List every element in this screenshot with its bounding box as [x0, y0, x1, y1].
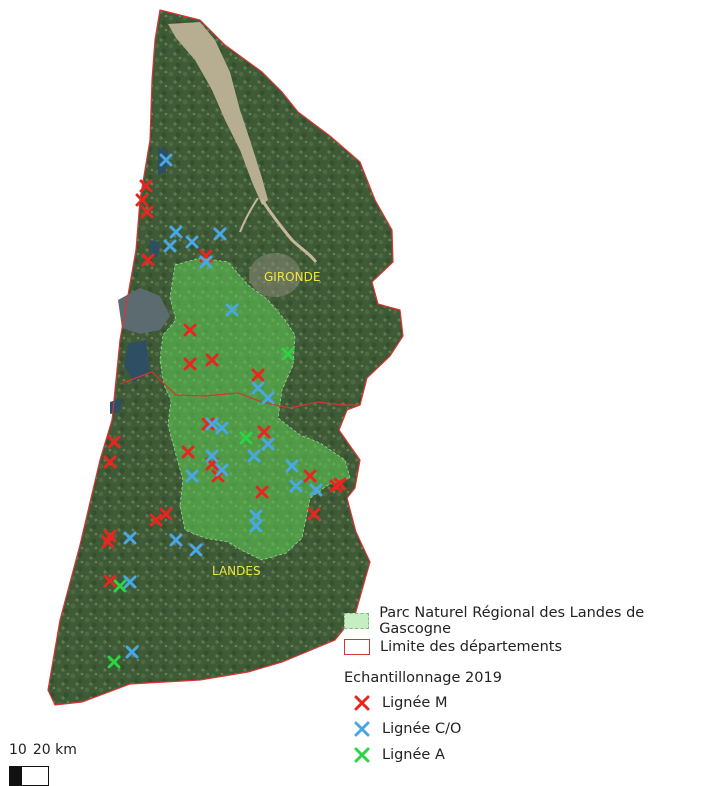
legend-item-lineage-m: Lignée M [344, 690, 709, 716]
legend-item-lineage-co: Lignée C/O [344, 716, 709, 742]
cross-icon [307, 507, 321, 521]
map-legend: Parc Naturel Régional des Landes de Gasc… [344, 605, 709, 768]
cross-icon [107, 655, 121, 669]
regional-park-area [159, 257, 351, 561]
cross-icon [261, 437, 275, 451]
cross-icon [251, 368, 265, 382]
cross-icon [309, 483, 323, 497]
cross-icon [149, 513, 163, 527]
scale-segment-white [21, 766, 49, 786]
cross-icon [123, 531, 137, 545]
cross-icon [113, 579, 127, 593]
park-swatch [344, 613, 370, 629]
scale-bar: 10 20 km [9, 742, 77, 786]
cross-icon [289, 479, 303, 493]
cross-icon [159, 153, 173, 167]
gironde-landes-boundary [119, 371, 360, 409]
cross-icon [201, 417, 215, 431]
lacanau-lake [150, 240, 160, 258]
cross-icon [125, 645, 139, 659]
cazaux-lake [124, 340, 150, 382]
scale-label-20: 20 km [32, 742, 77, 758]
legend-item-lineage-a: Lignée A [344, 742, 709, 768]
cross-icon [333, 477, 347, 491]
scale-box [9, 766, 49, 786]
arcachon-basin [118, 288, 170, 334]
cross-icon [163, 239, 177, 253]
legend-lineage-m-label: Lignée M [382, 695, 448, 711]
cross-icon [249, 509, 263, 523]
legend-item-park: Parc Naturel Régional des Landes de Gasc… [344, 605, 709, 637]
cross-icon [185, 235, 199, 249]
department-border-outline [47, 9, 404, 706]
cross-icon [249, 519, 263, 533]
cross-icon [189, 543, 203, 557]
cross-icon [140, 205, 154, 219]
cross-icon [215, 421, 229, 435]
cross-icon [107, 435, 121, 449]
cross-icon [247, 449, 261, 463]
cross-icon [303, 469, 317, 483]
cross-icon [169, 225, 183, 239]
dordogne-river [239, 197, 259, 233]
sample-markers [101, 153, 347, 669]
cross-icon [123, 575, 137, 589]
scale-label-10: 10 [9, 742, 27, 758]
cross-icon [239, 431, 253, 445]
legend-dept-label: Limite des départements [380, 639, 563, 655]
cross-icon [205, 353, 219, 367]
gironde-estuary [168, 22, 268, 205]
cross-icon [141, 253, 155, 267]
cross-icon [205, 417, 219, 431]
cross-icon [215, 463, 229, 477]
legend-park-label: Parc Naturel Régional des Landes de Gasc… [379, 605, 645, 637]
cross-icon [199, 255, 213, 269]
cross-icon [354, 721, 370, 737]
cross-icon [103, 455, 117, 469]
cross-icon [205, 449, 219, 463]
cross-icon [139, 179, 153, 193]
cross-icon [103, 574, 117, 588]
cross-icon [183, 323, 197, 337]
cross-icon [183, 357, 197, 371]
dept-swatch [344, 639, 370, 655]
gironde-label: GIRONDE [264, 270, 320, 284]
cross-icon [257, 425, 271, 439]
cross-icon [261, 391, 275, 405]
cross-icon [181, 445, 195, 459]
cross-icon [285, 459, 299, 473]
cross-icon [354, 747, 370, 763]
bordeaux-urban-area [249, 253, 301, 297]
cross-icon [169, 533, 183, 547]
cross-icon [225, 303, 239, 317]
legend-item-dept: Limite des départements [344, 634, 709, 660]
scale-segment-black [9, 766, 21, 786]
cross-icon [251, 381, 265, 395]
cross-icon [281, 347, 295, 361]
cross-icon [255, 485, 269, 499]
landes-label: LANDES [212, 564, 261, 578]
cross-icon [185, 469, 199, 483]
cross-icon [135, 193, 149, 207]
cross-icon [101, 535, 115, 549]
legend-lineage-a-label: Lignée A [382, 747, 445, 763]
legend-lineage-co-label: Lignée C/O [382, 721, 462, 737]
cross-icon [213, 227, 227, 241]
garonne-river [260, 199, 318, 263]
cross-icon [159, 507, 173, 521]
legend-sampling-title: Echantillonnage 2019 [344, 670, 502, 686]
cross-icon [354, 695, 370, 711]
